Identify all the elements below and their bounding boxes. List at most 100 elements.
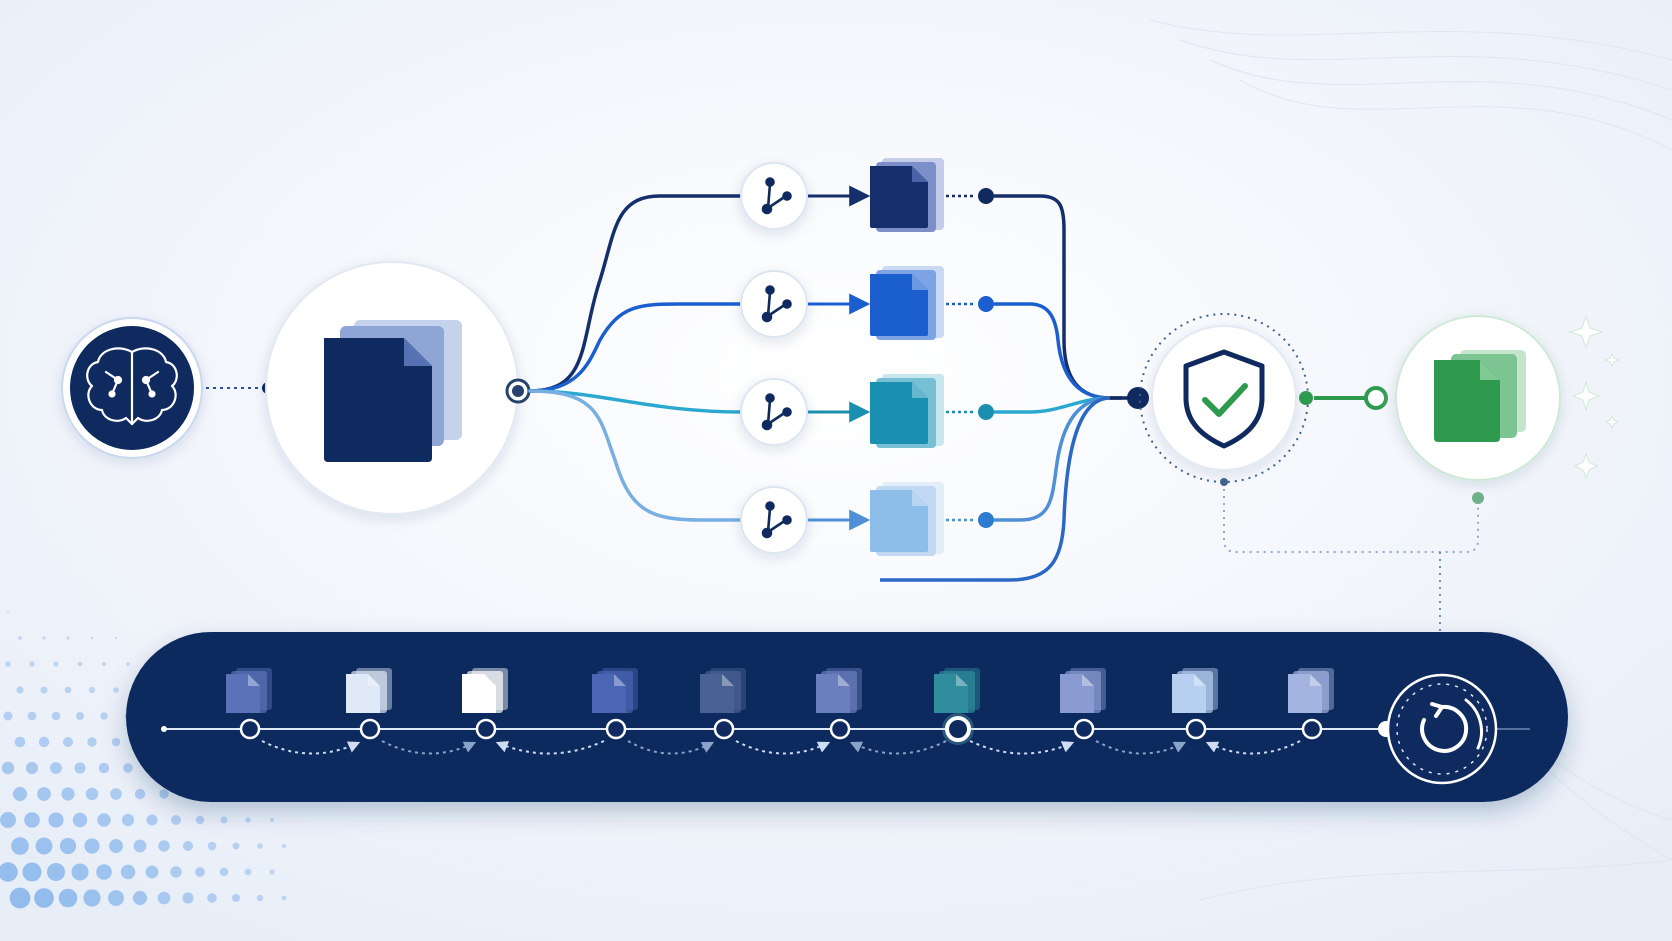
timeline-version-7[interactable] (934, 668, 980, 745)
document-node[interactable] (265, 261, 519, 515)
background-dot (98, 762, 110, 774)
background-dot (47, 863, 65, 881)
background-dot (171, 815, 181, 825)
background-dot (90, 636, 94, 640)
background-dot (232, 842, 240, 850)
active-version-node (945, 716, 971, 742)
background-dot (63, 737, 73, 747)
version-node (359, 718, 381, 740)
background-dot (42, 636, 46, 640)
branch-document-4[interactable] (870, 482, 944, 556)
timeline-version-4[interactable] (592, 668, 638, 740)
background-dot (3, 711, 13, 721)
document-stack-icon (324, 320, 462, 462)
branch-fork-icon (761, 501, 792, 539)
background-dot (157, 891, 171, 905)
version-document-icon (816, 668, 862, 713)
background-dot (207, 841, 217, 851)
timeline-version-2[interactable] (346, 668, 392, 740)
background-dot (66, 636, 70, 640)
background-dot (182, 892, 194, 904)
branch-document-2[interactable] (870, 266, 944, 340)
background-dot (1, 761, 15, 775)
timeline-version-6[interactable] (816, 668, 862, 740)
background-dot (133, 839, 147, 853)
background-dot (0, 812, 16, 828)
background-dot (170, 866, 182, 878)
branch-4 (740, 396, 1111, 582)
background-dot (158, 840, 170, 852)
background-dot (12, 786, 28, 802)
background-dot (25, 761, 39, 775)
branch-fork-button-4[interactable] (740, 486, 808, 554)
branch-fork-button-3[interactable] (740, 378, 808, 446)
background-wave-lines (1149, 19, 1672, 901)
feedback-lines (1223, 482, 1479, 640)
timeline-transition-arrow (627, 740, 715, 755)
background-dot (245, 817, 251, 823)
background-dot (77, 661, 83, 667)
background-dot (5, 661, 11, 667)
background-dot (53, 661, 59, 667)
background-dot (14, 736, 26, 748)
background-dot (37, 787, 51, 801)
undo-history-button[interactable] (1386, 673, 1498, 785)
background-dot (85, 787, 99, 801)
background-dot (22, 862, 42, 882)
background-dot (132, 890, 148, 906)
background-dot (256, 894, 264, 902)
background-dot (18, 636, 22, 640)
background-dot-pattern (0, 611, 287, 909)
background-dot (120, 864, 136, 880)
background-dot (83, 889, 101, 907)
branch-fork-icon (761, 285, 792, 323)
background-dot (101, 661, 107, 667)
branch-3 (740, 374, 1111, 448)
background-dot (48, 812, 64, 828)
timeline-versions (226, 668, 1334, 755)
background-dot (121, 813, 135, 827)
timeline-version-5[interactable] (700, 668, 746, 740)
version-node (475, 718, 497, 740)
background-dot (27, 711, 37, 721)
timeline-version-9[interactable] (1172, 668, 1218, 740)
background-dot (74, 762, 86, 774)
source-node[interactable] (61, 317, 203, 459)
background-dot (282, 844, 286, 848)
branch-fork-button-1[interactable] (740, 162, 808, 230)
background-dot (134, 788, 146, 800)
background-dot (38, 736, 50, 748)
version-node (829, 718, 851, 740)
timeline-transition-arrow (1095, 740, 1187, 755)
background-dot (183, 841, 193, 851)
background-dot (159, 789, 169, 799)
timeline-version-1[interactable] (226, 668, 272, 740)
version-node (713, 718, 735, 740)
branch-document-3[interactable] (870, 374, 944, 448)
background-dot (50, 762, 62, 774)
timeline-transition-arrow (1205, 740, 1301, 755)
version-document-icon (934, 668, 980, 713)
background-dot (61, 787, 75, 801)
timeline-transition-arrow (261, 740, 361, 755)
timeline-version-8[interactable] (1060, 668, 1106, 740)
version-document-icon (700, 668, 746, 713)
version-node (1073, 718, 1095, 740)
timeline-version-10[interactable] (1288, 668, 1334, 740)
branch-document-1[interactable] (870, 158, 944, 232)
output-node[interactable] (1378, 298, 1578, 498)
version-document-icon (226, 668, 272, 713)
timeline-bar (126, 632, 1568, 802)
timeline-version-3[interactable] (462, 668, 508, 740)
timeline-transition-arrow (849, 740, 947, 755)
background-dot (97, 813, 111, 827)
branch-fork-icon (761, 393, 792, 431)
branch-fork-button-2[interactable] (740, 270, 808, 338)
background-dot (7, 611, 9, 613)
background-dot (100, 712, 108, 720)
background-dot (195, 867, 205, 877)
undo-history-icon (1420, 702, 1469, 753)
timeline-transition-arrow (969, 740, 1075, 755)
background-dot (51, 711, 61, 721)
